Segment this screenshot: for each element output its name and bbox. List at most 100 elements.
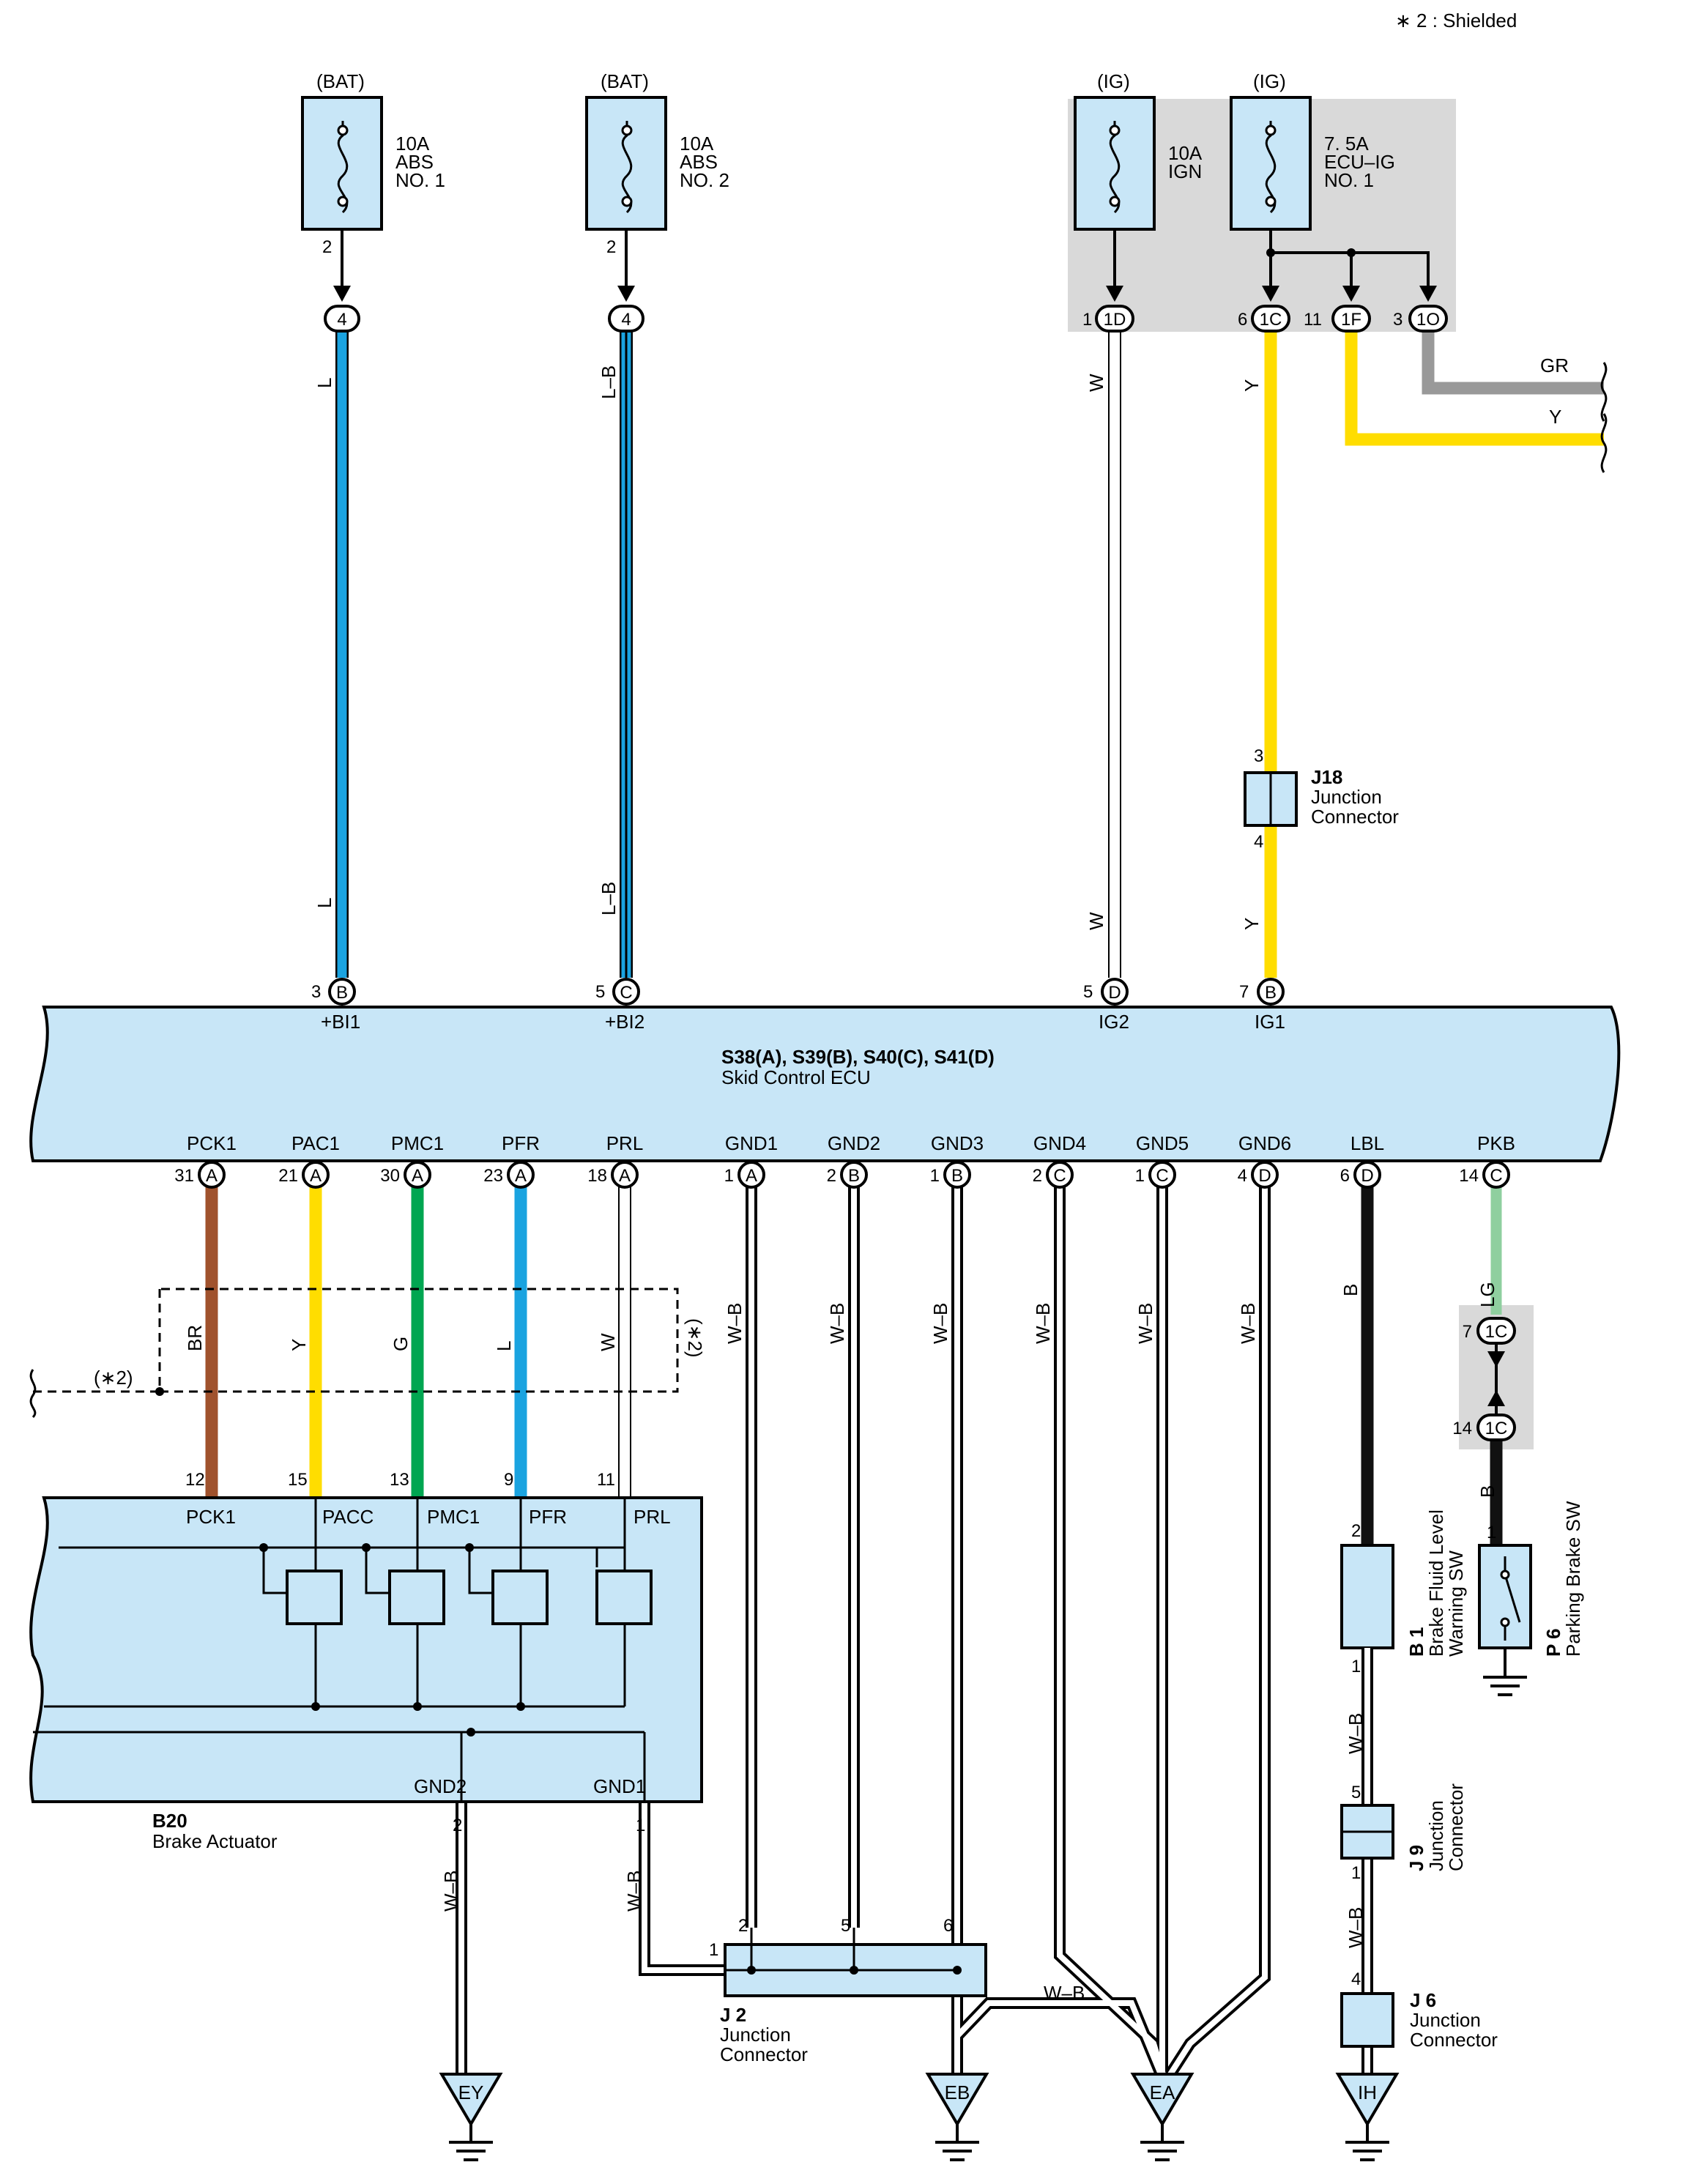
- act-pin-num: 9: [504, 1470, 513, 1490]
- fuse-abs-no1: (BAT) 10A ABS NO. 1 2: [301, 70, 445, 257]
- fuse-abs1-name: ABS: [395, 151, 434, 173]
- ecu-bottom-pin-conn: B: [848, 1166, 860, 1186]
- b1-pin-top: 2: [1351, 1521, 1361, 1541]
- ecu-top-pin-num: 7: [1239, 982, 1249, 1002]
- ecu-top-pin-conn: C: [620, 983, 632, 1003]
- fuse-ign: (IG) 10A IGN: [1074, 70, 1203, 231]
- ecu-bottom-pin-name: PRL: [606, 1132, 644, 1154]
- actuator-id: B20: [152, 1810, 187, 1832]
- j6-id: J 6: [1410, 1989, 1436, 2011]
- ecu-bottom-pin-number: 30: [380, 1166, 400, 1186]
- ground-label: EA: [1150, 2081, 1175, 2103]
- pkb-conn-b: 1C: [1485, 1419, 1508, 1438]
- wire-label-abs2-bot: L–B: [598, 882, 620, 915]
- ecu-top-pin-conn: B: [336, 983, 348, 1003]
- ecu-top-pin-name: +BI1: [321, 1011, 360, 1033]
- ecu-bottom-pin-connector: [611, 1161, 639, 1189]
- ecu-bottom-wire-label: W–B: [1237, 1303, 1259, 1344]
- ecu-bottom-pin-name: PMC1: [391, 1132, 444, 1154]
- actuator-name: Brake Actuator: [152, 1830, 278, 1852]
- j6-line2: Connector: [1410, 2029, 1498, 2051]
- conn-ign-pin: 1: [1082, 310, 1092, 330]
- j6-junction-connector: 4 J 6 Junction Connector: [1340, 1969, 1498, 2051]
- pkb-pin-b: 14: [1452, 1419, 1472, 1438]
- j2-id: J 2: [720, 2004, 746, 2026]
- ground-label: EB: [945, 2081, 970, 2103]
- ecu-bottom-wire-label: W–B: [724, 1303, 746, 1344]
- ecu-bottom-pins: PCK1A31PAC1A21PMC1A30PFRA23PRLA18GND1A1G…: [174, 1132, 1515, 1189]
- ecu-bottom-pin-conn: A: [746, 1166, 757, 1186]
- p6-name: Parking Brake SW: [1562, 1501, 1584, 1657]
- pkb-1c-connector: 1C 7 1C 14: [1452, 1317, 1516, 1441]
- ecu-bottom-pin-connector: [1353, 1161, 1381, 1189]
- pkb-conn-a: 1C: [1485, 1322, 1508, 1342]
- actuator-internals: [33, 1498, 646, 1802]
- conn-1f: 1F: [1341, 310, 1361, 330]
- fuse-ecuig-supply: (IG): [1253, 70, 1286, 92]
- b1-pin-bot: 1: [1351, 1657, 1361, 1676]
- j9-pin-top: 5: [1351, 1783, 1361, 1802]
- ecu-top-pin-name: IG1: [1255, 1011, 1285, 1033]
- ecu-top-pin-conn: B: [1265, 983, 1277, 1003]
- ecu-bottom-pin-name: GND3: [931, 1132, 984, 1154]
- fuse-abs1-supply: (BAT): [316, 70, 365, 92]
- ecu-bottom-wire-label: W–B: [929, 1303, 951, 1344]
- ecu-bottom-pin-name: GND2: [828, 1132, 880, 1154]
- wire-gr-branch: [1422, 330, 1604, 395]
- conn-abs1: 4: [337, 310, 346, 330]
- ecu-top-pin-num: 5: [595, 982, 605, 1002]
- ground-triangle: [925, 2073, 989, 2127]
- wire-label-pkb-lg: LG: [1476, 1282, 1498, 1307]
- ecu-bottom-pin-conn: A: [310, 1166, 322, 1186]
- fuse-ign-rating: 10A: [1168, 142, 1203, 164]
- ecu-bottom-pin-number: 1: [930, 1166, 940, 1186]
- ecu-bottom-pin-number: 1: [1135, 1166, 1145, 1186]
- ecu-bottom-pin-name: PCK1: [187, 1132, 237, 1154]
- b1-id: B 1: [1405, 1627, 1427, 1657]
- fuse-abs2-rating: 10A: [680, 133, 714, 155]
- ecu-bottom-pin-name: GND1: [725, 1132, 778, 1154]
- ecu-top-pins: 3 B +BI1 5 C +BI2 5 D IG2 7 B IG1: [311, 978, 1285, 1033]
- j18-line2: Connector: [1311, 806, 1399, 828]
- ecu-bottom-pin-conn: D: [1361, 1166, 1373, 1186]
- act-pin-num: 11: [597, 1470, 615, 1490]
- fuse-ecuig-name: ECU–IG: [1324, 151, 1395, 173]
- ecu-top-pin-conn: D: [1108, 983, 1121, 1003]
- ecuig-splice: [1266, 248, 1275, 257]
- wire-label-gnd2: W–B: [440, 1871, 462, 1912]
- wire-label-wb-bottom: W–B: [1044, 1982, 1085, 2004]
- ecu-bottom-pin-connector: [1482, 1161, 1510, 1189]
- conn-ecuig-pin: 6: [1238, 310, 1247, 330]
- fuse-abs2-number: NO. 2: [680, 169, 729, 191]
- shield-label-left: (∗2): [94, 1367, 133, 1389]
- ground-label: IH: [1358, 2081, 1377, 2103]
- j18-id: J18: [1311, 766, 1342, 788]
- ecu-bottom-pin-name: PAC1: [291, 1132, 340, 1154]
- fuse-abs-no2: (BAT) 10A ABS NO. 2 2: [585, 70, 729, 257]
- j9-pin-bot: 1: [1351, 1863, 1361, 1883]
- act-gnd1-name: GND1: [593, 1775, 646, 1797]
- ecu-bottom-pin-conn: C: [1053, 1166, 1066, 1186]
- ecu-bottom-pin-number: 21: [278, 1166, 298, 1186]
- shield-break-mark: [29, 1369, 37, 1419]
- ecu-bottom-pin-connector: [943, 1161, 971, 1189]
- ecu-bottom-pin-connector: [1148, 1161, 1176, 1189]
- j2-pin: 5: [841, 1916, 850, 1936]
- ecu-subtitle: Skid Control ECU: [721, 1066, 871, 1088]
- fuse-abs2-name: ABS: [680, 151, 718, 173]
- wire-label-ign-bot: W: [1085, 912, 1107, 930]
- b1-brake-fluid-switch: 2 1 B 1 Brake Fluid Level Warning SW: [1340, 1509, 1467, 1676]
- wire-y-branch: [1345, 330, 1604, 446]
- ecu-bottom-pin-number: 23: [483, 1166, 503, 1186]
- ecu-bottom-pin-conn: D: [1258, 1166, 1271, 1186]
- ecu-bottom-pin-number: 6: [1340, 1166, 1350, 1186]
- ecu-bottom-pin-name: GND6: [1238, 1132, 1291, 1154]
- ecu-bottom-wire-label: Y: [288, 1339, 310, 1351]
- ecu-bottom-pin-conn: A: [619, 1166, 631, 1186]
- break-mark-y: [1600, 413, 1608, 473]
- fuse-ign-name: IGN: [1168, 160, 1202, 182]
- ecu-bottom-pin-number: 14: [1459, 1166, 1479, 1186]
- shield: [33, 1288, 679, 1393]
- ecu-bottom-pin-conn: B: [951, 1166, 963, 1186]
